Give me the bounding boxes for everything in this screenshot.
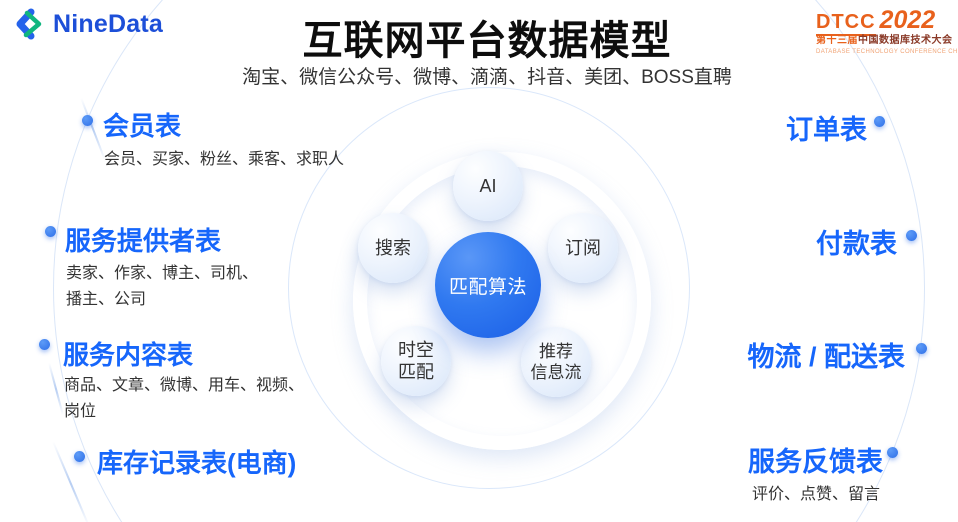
- right-items-feedback: 评价、点赞、留言: [751, 486, 880, 503]
- bullet-dot: [916, 343, 927, 354]
- satellite-spacetime-match: 时空 匹配: [381, 326, 451, 396]
- left-items-content: 商品、文章、微博、用车、视频、 岗位: [64, 377, 305, 420]
- right-heading-feedback: 服务反馈表: [748, 447, 883, 477]
- conference-title-en: DATABASE TECHNOLOGY CONFERENCE CHINA 202…: [816, 48, 958, 55]
- left-items-providers: 卖家、作家、博主、司机、 播主、公司: [66, 265, 259, 308]
- conference-title-cn: 第十三届中国数据库技术大会: [816, 36, 956, 47]
- bullet-dot: [45, 226, 56, 237]
- bullet-dot: [39, 339, 50, 350]
- satellite-subscribe: 订阅: [548, 213, 618, 283]
- conference-main-title: 中国数据库技术大会: [858, 35, 953, 47]
- brand-logo: NineData: [14, 8, 163, 40]
- right-heading-payments: 付款表: [816, 229, 897, 259]
- right-heading-orders: 订单表: [786, 115, 867, 145]
- bullet-dot: [74, 451, 85, 462]
- left-heading-inventory: 库存记录表(电商): [97, 448, 297, 478]
- bullet-dot: [906, 230, 917, 241]
- conference-abbr: DTCC: [816, 11, 876, 36]
- satellite-recommend-feed: 推荐 信息流: [521, 327, 591, 397]
- page-title: 互联网平台数据模型: [302, 19, 672, 63]
- right-heading-logistics: 物流 / 配送表: [747, 342, 905, 372]
- satellite-ai: AI: [453, 151, 523, 221]
- left-heading-providers: 服务提供者表: [65, 226, 222, 256]
- conference-year: 2022: [879, 6, 936, 34]
- left-heading-content: 服务内容表: [63, 340, 194, 370]
- decorative-line: [80, 97, 106, 161]
- conference-edition: 第十三届: [816, 35, 858, 47]
- brand-name: NineData: [53, 9, 163, 38]
- page-subtitle: 淘宝、微信公众号、微博、滴滴、抖音、美团、BOSS直聘: [242, 67, 732, 88]
- left-heading-members: 会员表: [103, 111, 182, 141]
- ninedata-logo-icon: [16, 8, 42, 40]
- decorative-line: [48, 362, 64, 416]
- bullet-dot: [82, 115, 93, 126]
- satellite-search: 搜索: [358, 213, 428, 283]
- bullet-dot: [874, 116, 885, 127]
- center-circle-match-algorithm: 匹配算法: [435, 232, 541, 338]
- left-items-members: 会员、买家、粉丝、乘客、求职人: [104, 151, 345, 168]
- bullet-dot: [887, 447, 898, 458]
